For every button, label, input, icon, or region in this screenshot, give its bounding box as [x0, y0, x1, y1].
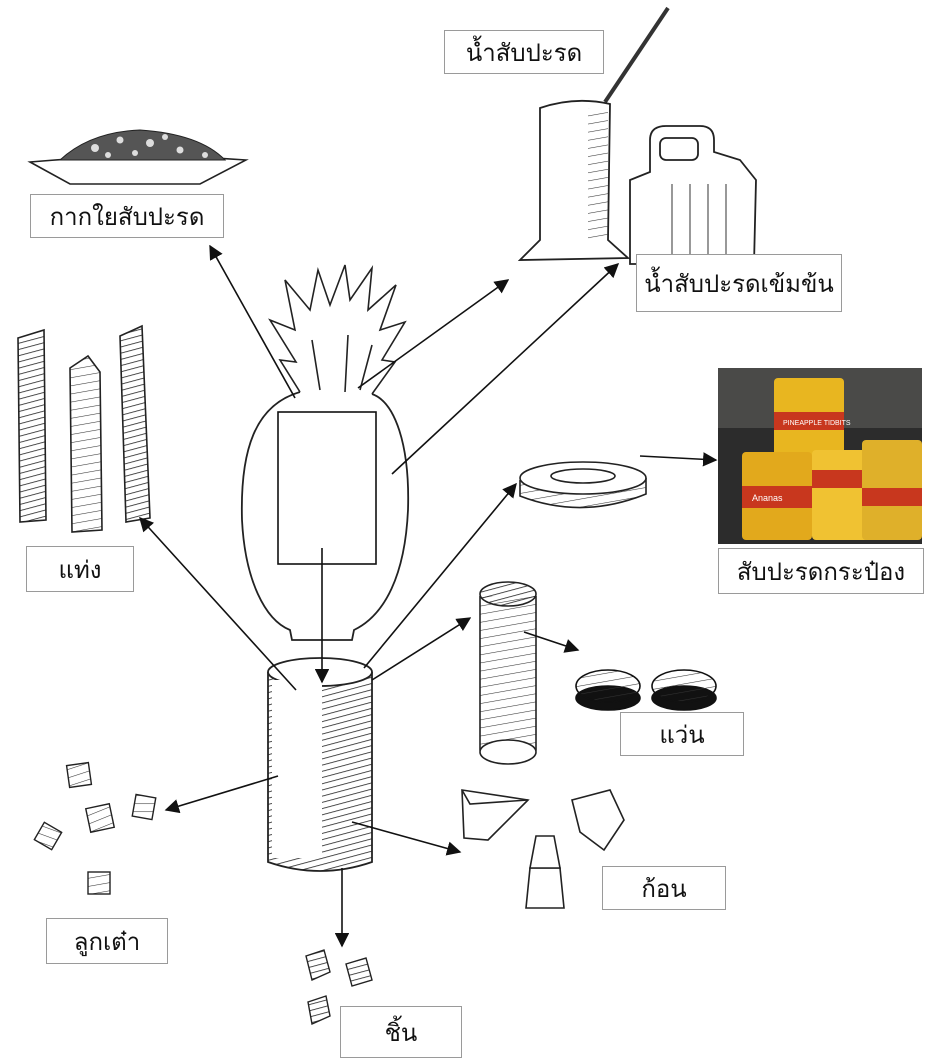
- arrow-to-sticks: [140, 518, 296, 690]
- label-concentrate: น้ำสับปะรดเข้มข้น: [636, 254, 842, 312]
- label-sticks: แท่ง: [26, 546, 134, 592]
- ring-discs-illustration: [576, 670, 716, 710]
- arrow-to-juice: [358, 280, 508, 388]
- arrow-to-canned: [640, 456, 716, 460]
- pulp-bowl-illustration: [30, 130, 246, 184]
- arrow-to-pulp: [210, 246, 295, 398]
- pineapple-core-box: [278, 412, 376, 564]
- concentrate-can-illustration: [630, 126, 756, 264]
- pineapple-crown-illustration: [270, 265, 405, 394]
- sticks-illustration: [18, 326, 150, 532]
- label-juice: น้ำสับปะรด: [444, 30, 604, 74]
- arrow-to-cubes: [166, 776, 278, 810]
- label-canned: สับปะรดกระป๋อง: [718, 548, 924, 594]
- label-pulp: กากใยสับปะรด: [30, 194, 224, 238]
- slice-ring-illustration: [520, 462, 646, 508]
- svg-text:PINEAPPLE TIDBITS: PINEAPPLE TIDBITS: [783, 420, 851, 427]
- canned-pineapple-photo: PINEAPPLE TIDBITS Ananas: [718, 368, 922, 544]
- pineapple-cylinder-illustration: [268, 658, 372, 871]
- label-cubes: ลูกเต๋า: [46, 918, 168, 964]
- label-pieces: ชิ้น: [340, 1006, 462, 1058]
- arrow-to-ring-cylinder: [372, 618, 470, 680]
- label-chunks: ก้อน: [602, 866, 726, 910]
- arrows: [140, 246, 716, 946]
- arrow-to-concentrate: [392, 264, 618, 474]
- chunks-illustration: [462, 790, 624, 908]
- svg-text:Ananas: Ananas: [752, 493, 783, 503]
- cubes-illustration: [34, 763, 155, 894]
- ring-cylinder-illustration: [480, 582, 536, 764]
- label-rings: แว่น: [620, 712, 744, 756]
